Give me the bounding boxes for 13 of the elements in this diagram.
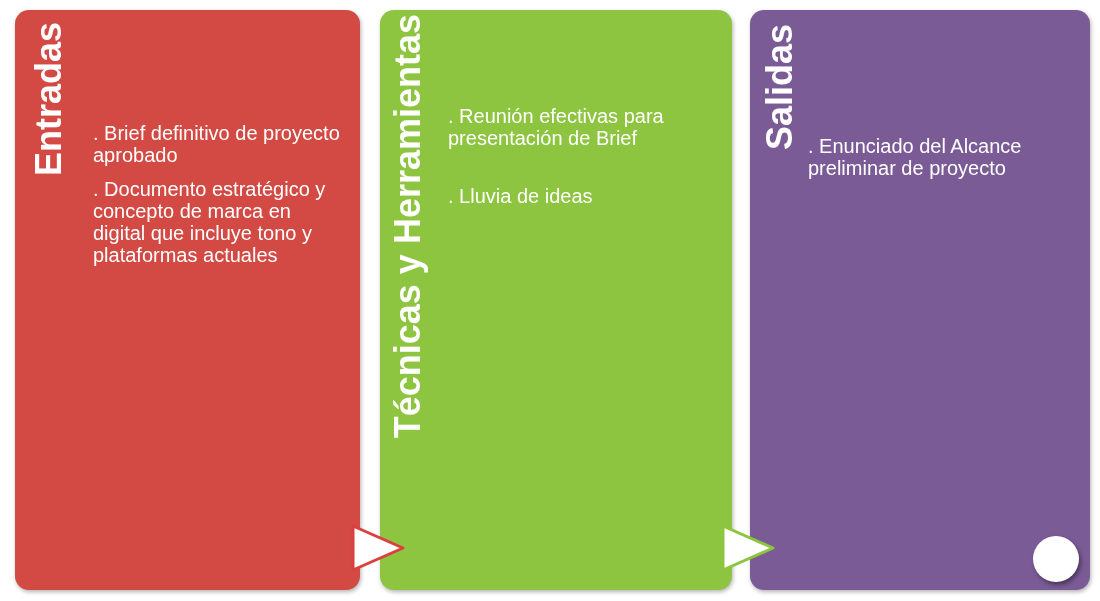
bullet-text: . Documento estratégico y concepto de marca en digital que incluye tono y plataformas actuales (93, 178, 327, 266)
stage-panel (380, 10, 732, 590)
chevron-arrow (351, 524, 405, 572)
stage-panel (750, 10, 1090, 590)
bullet-text: . Reunión efectivas para presentación de Brief (448, 105, 665, 149)
stage-title: Técnicas y Herramientas (386, 14, 429, 441)
stage-title: Salidas (758, 24, 801, 153)
bullet-text: . Lluvia de ideas (448, 185, 594, 207)
bullet-text: . Enunciado del Alcance preliminar de proyecto (808, 135, 1023, 179)
bullet-text: . Brief definitivo de proyecto aprobado (93, 122, 341, 166)
end-circle (1033, 536, 1079, 582)
stage-title: Entradas (27, 22, 70, 179)
stage-panel (15, 10, 360, 590)
